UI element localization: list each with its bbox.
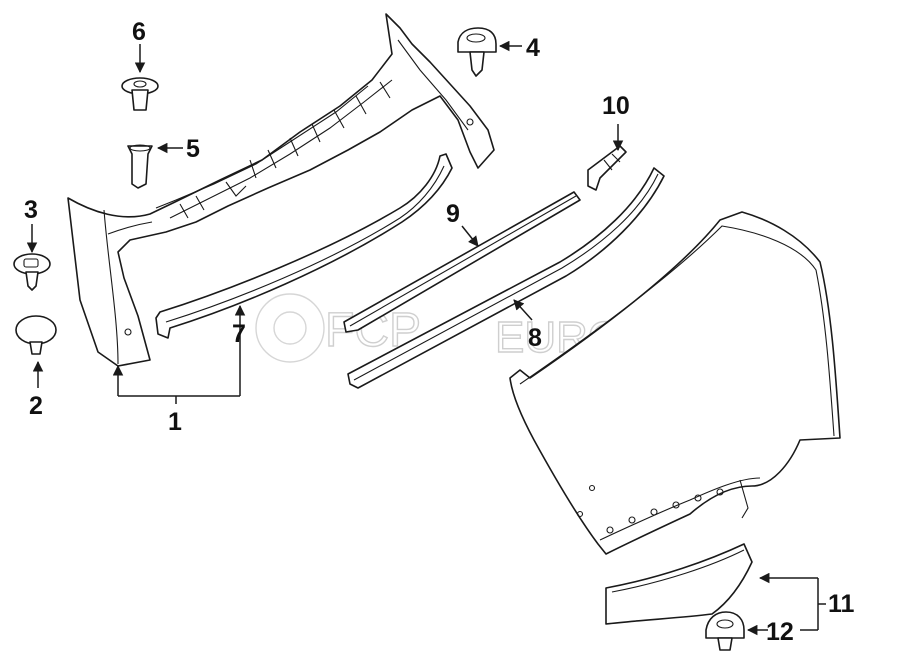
- part-bumper-cover: [67, 13, 495, 367]
- callout-9: 9: [446, 200, 460, 228]
- fastener-6: [121, 77, 159, 111]
- part-bracket: [587, 145, 627, 191]
- fastener-3: [13, 253, 51, 291]
- callout-3: 3: [24, 196, 38, 224]
- part-molding-upper: [343, 191, 581, 333]
- callout-4: 4: [526, 34, 540, 62]
- fastener-12: [705, 611, 745, 651]
- leader-lines: [26, 40, 826, 636]
- callout-6: 6: [132, 18, 146, 46]
- callout-12: 12: [766, 618, 794, 646]
- fastener-4: [457, 27, 497, 77]
- callout-7: 7: [232, 320, 246, 348]
- leader-8: [513, 299, 533, 321]
- callout-5: 5: [186, 135, 200, 163]
- fastener-2: [15, 315, 57, 355]
- part-molding-lower: [347, 167, 665, 389]
- callout-8: 8: [528, 324, 542, 352]
- part-quarter-panel: [509, 211, 841, 555]
- panel-mount-holes: [576, 484, 724, 534]
- callout-2: 2: [29, 392, 43, 420]
- part-wheel-flare: [605, 543, 753, 625]
- callout-11: 11: [828, 590, 855, 618]
- callout-10: 10: [602, 92, 630, 120]
- callout-1: 1: [168, 408, 182, 436]
- leader-9: [461, 225, 479, 247]
- callout-labels: 6 5 4 3 2 1 7 9 8 10 11 12: [24, 18, 855, 646]
- part-seal-strip: [155, 153, 453, 339]
- fastener-5: [127, 144, 153, 189]
